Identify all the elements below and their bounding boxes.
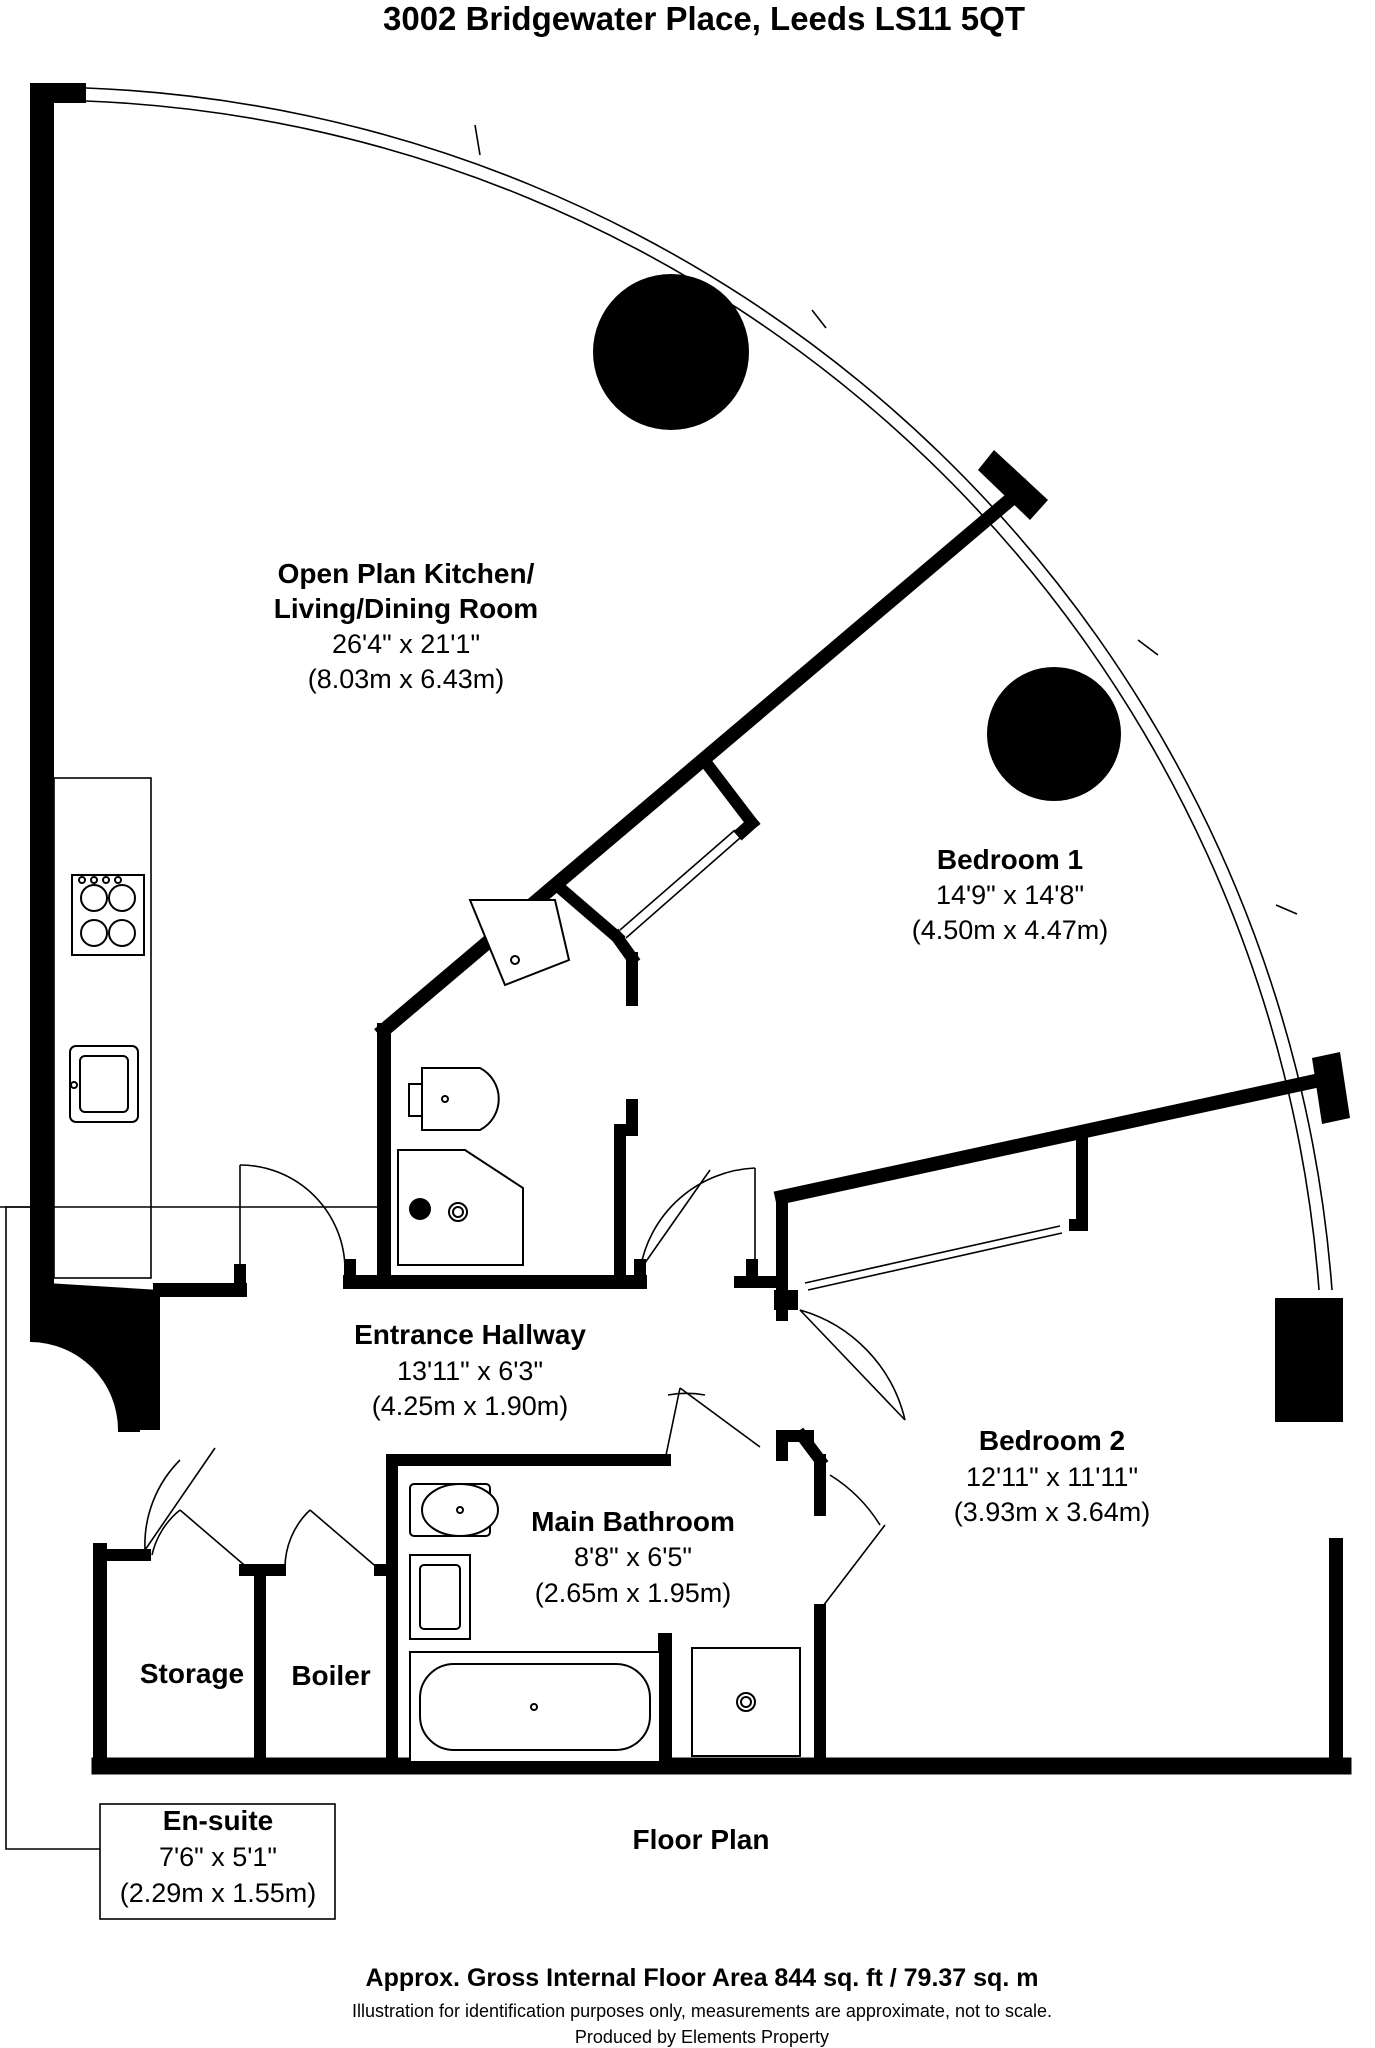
structural-column <box>593 274 749 430</box>
producer-text: Produced by Elements Property <box>575 2027 829 2047</box>
disclaimer-text: Illustration for identification purposes… <box>352 2001 1052 2021</box>
exterior-walls <box>30 83 1352 1775</box>
bedroom1-dim-imperial: 14'9" x 14'8" <box>936 880 1084 910</box>
ensuite-label-box <box>5 1206 383 1920</box>
bathroom-fixtures <box>409 1483 801 1763</box>
ensuite-fixtures <box>397 899 571 1266</box>
ensuite-dim-imperial: 7'6" x 5'1" <box>159 1842 277 1872</box>
hallway-dim-imperial: 13'11" x 6'3" <box>397 1356 543 1386</box>
storage-name: Storage <box>140 1658 244 1689</box>
bedroom2-dim-metric: (3.93m x 3.64m) <box>954 1497 1151 1527</box>
sliding-wardrobe-doors <box>619 829 1063 1291</box>
interior-walls <box>94 450 1350 1773</box>
plan-title: 3002 Bridgewater Place, Leeds LS11 5QT <box>383 0 1025 37</box>
bedroom1-dim-metric: (4.50m x 4.47m) <box>912 915 1109 945</box>
open-plan-dim-metric: (8.03m x 6.43m) <box>308 664 505 694</box>
ensuite-dim-metric: (2.29m x 1.55m) <box>120 1878 317 1908</box>
open-plan-name-line2: Living/Dining Room <box>274 593 538 624</box>
curved-window-facade <box>85 87 1333 1291</box>
ensuite-name: En-suite <box>163 1805 273 1836</box>
floor-plan-label: Floor Plan <box>633 1824 770 1855</box>
bedroom2-name: Bedroom 2 <box>979 1425 1125 1456</box>
open-plan-dim-imperial: 26'4" x 21'1" <box>332 629 480 659</box>
bathroom-dim-metric: (2.65m x 1.95m) <box>535 1578 732 1608</box>
structural-column <box>987 667 1121 801</box>
open-plan-name-line1: Open Plan Kitchen/ <box>278 558 535 589</box>
door-swings <box>144 1164 906 1611</box>
hallway-dim-metric: (4.25m x 1.90m) <box>372 1391 569 1421</box>
bathroom-name: Main Bathroom <box>531 1506 735 1537</box>
bedroom1-name: Bedroom 1 <box>937 844 1083 875</box>
bathroom-dim-imperial: 8'8" x 6'5" <box>574 1542 692 1572</box>
bedroom2-dim-imperial: 12'11" x 11'11" <box>966 1462 1138 1492</box>
kitchen-counter <box>0 777 152 1279</box>
boiler-name: Boiler <box>291 1660 370 1691</box>
hallway-name: Entrance Hallway <box>354 1319 586 1350</box>
floor-area-text: Approx. Gross Internal Floor Area 844 sq… <box>366 1964 1039 1992</box>
